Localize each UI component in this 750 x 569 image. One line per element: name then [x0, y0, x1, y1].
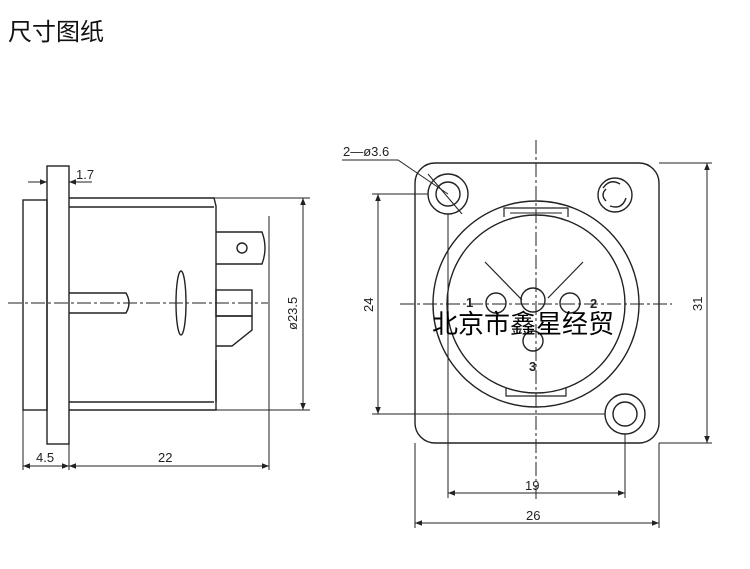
dim-body-length: 22	[158, 450, 172, 465]
front-nose	[22, 199, 48, 411]
contact-hole-1	[485, 292, 507, 314]
dim-front-depth: 4.5	[36, 450, 54, 465]
dim-mount-holes: 2—ø3.6	[343, 144, 389, 159]
page-title: 尺寸图纸	[8, 18, 104, 46]
mount-hole-bottom-right	[604, 393, 646, 435]
dim-panel-width: 26	[526, 508, 540, 523]
dim-panel-height: 31	[690, 297, 705, 311]
dim-flange-thickness: 1.7	[76, 167, 94, 182]
contact-hole-3	[522, 330, 544, 352]
latch-tab	[216, 231, 266, 265]
front-view	[342, 140, 712, 528]
pin-label-3: 3	[529, 359, 536, 374]
dim-hole-spacing-horizontal: 19	[525, 478, 539, 493]
pin-label-2: 2	[590, 296, 597, 311]
dim-hole-spacing-vertical: 24	[361, 298, 376, 312]
connector-body	[69, 197, 217, 411]
mounting-plate	[414, 162, 660, 444]
flange	[46, 165, 70, 445]
side-view	[8, 165, 310, 470]
pin-label-1: 1	[466, 295, 473, 310]
watermark-text: 北京市鑫星经贸	[432, 310, 615, 340]
lock-symbol-icon	[597, 177, 633, 213]
contact-hole-2	[559, 292, 581, 314]
dim-body-diameter: ø23.5	[285, 297, 300, 330]
